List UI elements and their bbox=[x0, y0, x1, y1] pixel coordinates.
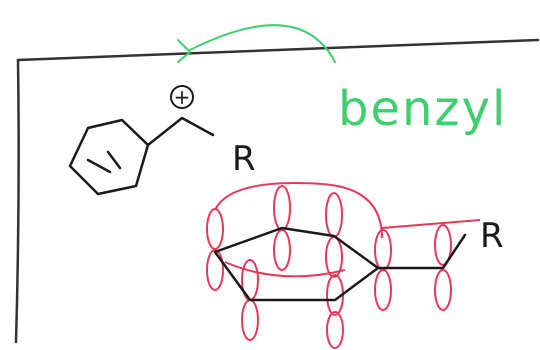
annotation-arrow bbox=[177, 24, 336, 63]
r-group-bottom: R bbox=[480, 216, 504, 256]
positive-charge: + bbox=[170, 85, 194, 109]
p-orbitals bbox=[206, 182, 481, 349]
benzene-ring-top bbox=[68, 116, 215, 196]
charge-label: + bbox=[174, 85, 191, 109]
benzene-ring-bottom bbox=[213, 226, 467, 302]
frame bbox=[14, 38, 540, 344]
annotation-text: benzyl bbox=[338, 81, 507, 137]
r-group-top: R bbox=[232, 139, 256, 179]
frame-top-line bbox=[16, 38, 540, 62]
frame-left-line bbox=[14, 58, 20, 344]
pi-cloud-top bbox=[214, 182, 383, 239]
benzylic-chain-bottom bbox=[376, 233, 467, 270]
pi-cloud-inner bbox=[224, 261, 346, 278]
pi-cloud-extension bbox=[381, 219, 481, 229]
benzylic-chain bbox=[146, 116, 215, 147]
